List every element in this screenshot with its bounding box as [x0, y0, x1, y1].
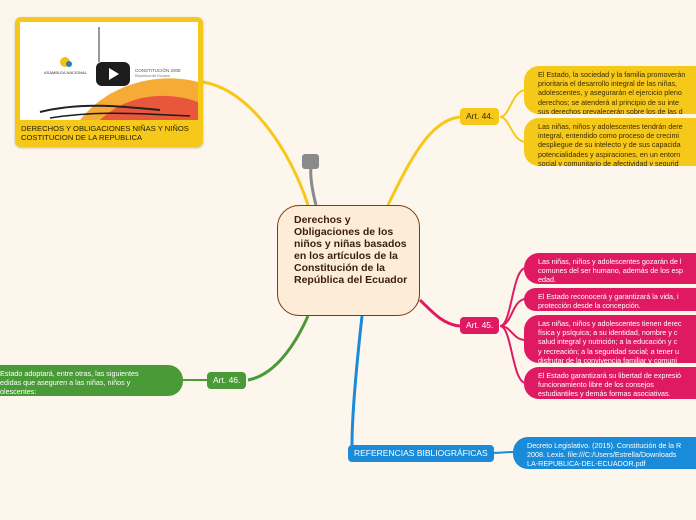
branch-art-44[interactable]: Art. 44. [460, 108, 500, 125]
art-45-item-2-text: El Estado reconocerá y garantizará la vi… [538, 292, 679, 311]
reference-item-1-text: Decreto Legislativo. (2015). Constitució… [527, 441, 682, 469]
art-46-item-1[interactable]: Estado adoptará, entre otras, las siguie… [0, 365, 183, 396]
connector-art45-leaf4 [499, 325, 527, 384]
art-46-item-1-text: Estado adoptará, entre otras, las siguie… [0, 369, 139, 396]
thumb-logo-text: ASAMBLEA NACIONAL [44, 70, 87, 75]
central-topic[interactable]: Derechos y Obligaciones de los niños y n… [277, 205, 420, 316]
connector-art44-leaf2 [499, 116, 527, 143]
connector-video [202, 80, 310, 206]
connector-art44 [386, 115, 461, 206]
art-44-item-1[interactable]: El Estado, la sociedad y la familia prom… [524, 66, 696, 114]
branch-art-46[interactable]: Art. 46. [207, 372, 247, 389]
branch-art-45[interactable]: Art. 45. [460, 317, 500, 334]
thumbnail-art [39, 27, 198, 120]
reference-item-1[interactable]: Decreto Legislativo. (2015). Constitució… [513, 437, 696, 469]
thumb-sub-text: República del Ecuador [135, 74, 171, 78]
art-45-item-1-text: Las niñas, niños y adolescentes gozarán … [538, 257, 684, 284]
video-card[interactable]: ASAMBLEA NACIONAL CONSTITUCIÓN 2008 Repú… [15, 17, 203, 147]
connector-refs [350, 315, 364, 446]
connector-art44-leaf1 [499, 89, 527, 118]
video-thumbnail[interactable]: ASAMBLEA NACIONAL CONSTITUCIÓN 2008 Repú… [20, 22, 198, 120]
art-44-item-2[interactable]: Las niñas, niños y adolescentes tendrán … [524, 118, 696, 166]
connector-art46 [247, 315, 310, 382]
branch-references[interactable]: REFERENCIAS BIBLIOGRÁFICAS [348, 445, 494, 462]
video-caption: DERECHOS Y OBLIGACIONES NIÑAS Y NIÑOS CO… [21, 124, 189, 142]
art-45-item-4[interactable]: El Estado garantizará su libertad de exp… [524, 367, 696, 399]
art-45-item-3-text: Las niñas, niños y adolescentes tienen d… [538, 319, 682, 363]
thumb-title-text: CONSTITUCIÓN 2008 [135, 68, 181, 73]
connector-art45-leaf1 [499, 267, 527, 327]
art-45-item-1[interactable]: Las niñas, niños y adolescentes gozarán … [524, 253, 696, 284]
play-button-icon[interactable] [96, 62, 130, 86]
art-44-item-2-text: Las niñas, niños y adolescentes tendrán … [538, 122, 683, 166]
connector-art45 [418, 298, 461, 328]
collapsed-node-marker[interactable] [302, 154, 319, 169]
art-45-item-2[interactable]: El Estado reconocerá y garantizará la vi… [524, 288, 696, 311]
connector-gray [309, 167, 318, 206]
connector-art45-leaf2 [499, 298, 527, 327]
art-44-item-1-text: El Estado, la sociedad y la familia prom… [538, 70, 686, 114]
art-45-item-4-text: El Estado garantizará su libertad de exp… [538, 371, 682, 399]
art-45-item-3[interactable]: Las niñas, niños y adolescentes tienen d… [524, 315, 696, 363]
